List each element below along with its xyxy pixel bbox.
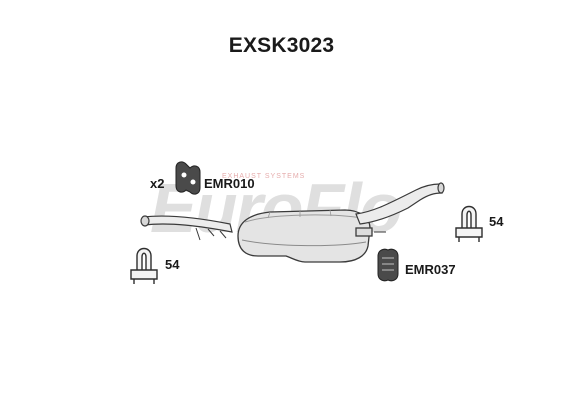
emr010-qty-label: x2 — [150, 176, 165, 191]
part-number-title: EXSK3023 — [228, 34, 335, 57]
emr010-code-label: EMR010 — [204, 176, 255, 191]
u-clamp-left-icon — [130, 247, 158, 284]
clamp-left-code-label: 54 — [165, 257, 180, 272]
emr037-code-label: EMR037 — [405, 262, 456, 277]
rubber-mount-emr037-icon — [377, 248, 399, 282]
u-clamp-right-icon — [455, 205, 483, 242]
rear-silencer — [237, 209, 386, 263]
clamp-right-code-label: 54 — [489, 214, 504, 229]
watermark-tagline: EXHAUST SYSTEMS — [222, 173, 305, 180]
tail-pipe — [355, 182, 445, 225]
rubber-mount-emr010-icon — [175, 161, 201, 195]
front-pipe — [140, 215, 233, 241]
